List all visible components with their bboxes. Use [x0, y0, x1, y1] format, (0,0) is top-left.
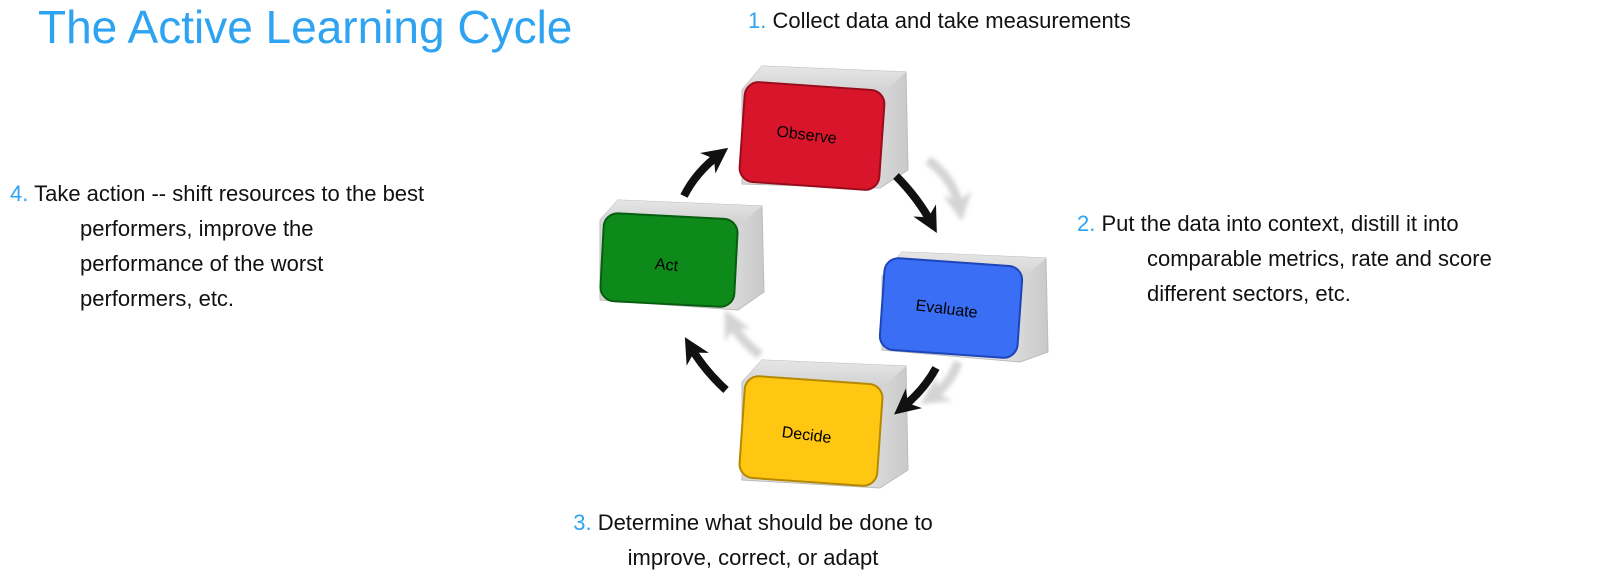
cycle-arrows	[680, 147, 940, 415]
arrow-decide-to-act-icon	[684, 337, 729, 393]
stage-label-decide: Decide	[781, 424, 833, 447]
step-number: 2.	[1077, 211, 1096, 236]
arrow-observe-to-evaluate-icon	[893, 173, 937, 234]
observe-face	[738, 81, 886, 191]
act-face	[599, 212, 739, 308]
step-number: 1.	[748, 8, 767, 33]
step-line: comparable metrics, rate and score	[1147, 246, 1492, 271]
step-3-text: 3. Determine what should be done to impr…	[528, 505, 978, 575]
step-2-text: 2. Put the data into context, distill it…	[1077, 206, 1492, 311]
stage-act: Act	[599, 199, 765, 311]
step-line: performers, etc.	[80, 286, 235, 311]
arrow-act-to-observe-icon	[680, 147, 729, 198]
step-line: Collect data and take measurements	[772, 8, 1131, 33]
page-title: The Active Learning Cycle	[38, 1, 573, 53]
step-line: improve, correct, or adapt	[627, 545, 879, 570]
step-4-text: 4. Take action -- shift resources to the…	[10, 176, 424, 316]
step-line: Determine what should be done to	[597, 510, 933, 535]
evaluate-face	[878, 257, 1024, 359]
step-line: performance of the worst	[80, 251, 324, 276]
step-line: performers, improve the	[80, 216, 314, 241]
stage-decide: Decide	[738, 359, 909, 489]
stage-observe: Observe	[738, 65, 909, 191]
shadow-arrows	[724, 156, 972, 405]
decide-face	[738, 375, 884, 487]
arrow-evaluate-to-decide-icon	[894, 366, 940, 415]
step-line: different sectors, etc.	[1147, 281, 1351, 306]
step-line: Take action -- shift resources to the be…	[34, 181, 425, 206]
stage-evaluate: Evaluate	[878, 251, 1049, 363]
shadow-arrow-icon	[925, 156, 972, 222]
step-1-text: 1. Collect data and take measurements	[748, 3, 1131, 38]
shadow-arrow-icon	[724, 309, 763, 359]
step-number: 3.	[573, 510, 592, 535]
step-number: 4.	[10, 181, 29, 206]
step-line: Put the data into context, distill it in…	[1101, 211, 1459, 236]
stage-label-act: Act	[654, 256, 679, 275]
shadow-arrow-icon	[920, 360, 963, 405]
